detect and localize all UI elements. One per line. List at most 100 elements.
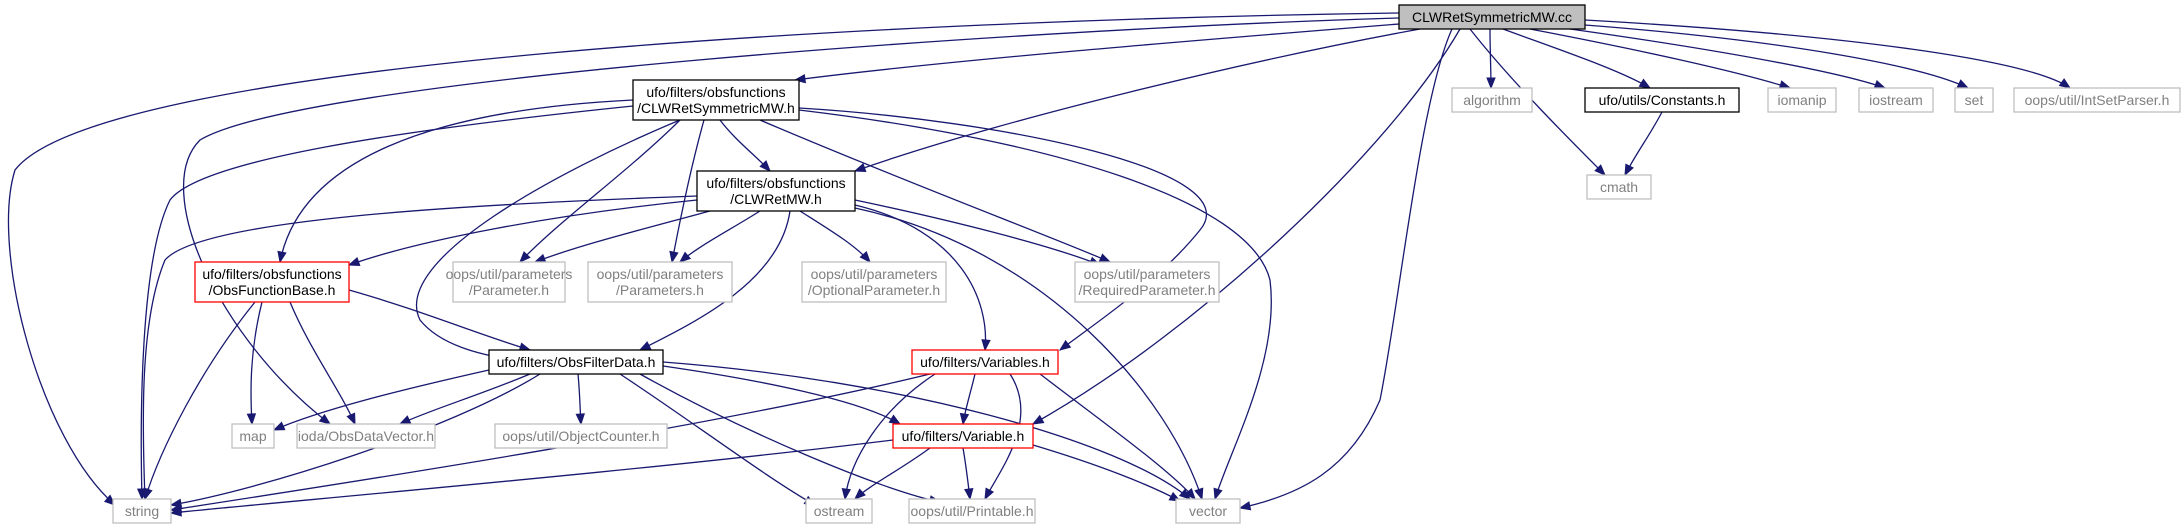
edge-line [662,361,1191,500]
node-box [911,349,1059,375]
node-label: ufo/filters/ObsFilterData.h [497,354,656,370]
node-label: oops/util/IntSetParser.h [2025,92,2170,108]
edge-line [619,373,816,506]
node-box [1954,87,1994,113]
node-label: ufo/filters/Variable.h [902,428,1025,444]
edge-obsfunctionbase-to-string [143,301,256,501]
node-variables[interactable]: ufo/filters/Variables.h [911,349,1059,375]
node-iomanip: iomanip [1767,87,1837,113]
edge-clwretmw-to-obsfunctionbase [347,199,698,266]
node-label: ufo/utils/Constants.h [1599,92,1726,108]
arrowhead [533,253,547,263]
node-label: /ObsFunctionBase.h [209,282,336,298]
edge-variable-to-string [169,439,894,517]
node-clwretmw[interactable]: ufo/filters/obsfunctions/CLWRetMW.h [696,170,856,212]
arrowhead [346,412,356,426]
node-iostream: iostream [1858,87,1934,113]
edge-line [1469,28,1606,176]
edge-line [183,17,1400,425]
edge-line [1624,111,1663,176]
node-label: /OptionalParameter.h [808,282,940,298]
node-box [1074,261,1220,303]
node-box [488,349,664,375]
arrowhead [1213,487,1223,501]
arrowhead [143,487,153,501]
edge-line [854,204,987,351]
node-label: oops/util/ObjectCounter.h [502,428,659,444]
node-box [587,261,733,303]
node-h_sym[interactable]: ufo/filters/obsfunctions/CLWRetSymmetric… [632,79,800,121]
node-box [908,498,1036,524]
edge-clwretmw-to-parameters [678,210,761,263]
edge-root-to-h_sym [793,23,1400,84]
node-constants[interactable]: ufo/utils/Constants.h [1584,87,1740,113]
arrowhead [347,257,361,266]
edge-h_sym-to-vector [798,109,1272,501]
node-label: string [125,503,159,519]
arrowhead [1594,164,1606,176]
edge-line [854,447,931,500]
edge-root-to-iostream [1569,28,1887,89]
node-variable[interactable]: ufo/filters/Variable.h [892,423,1034,449]
arrowhead [678,251,692,263]
edge-variables-to-variable [959,373,976,426]
arrowhead [853,163,867,172]
node-label: map [239,428,266,444]
node-box [1586,174,1652,200]
node-cmath: cmath [1586,174,1652,200]
edge-line [519,119,681,263]
edge-line [639,373,941,503]
edge-constants-to-cmath [1624,111,1663,177]
arrowhead [318,413,332,425]
node-obsfunctionbase[interactable]: ufo/filters/obsfunctions/ObsFunctionBase… [194,261,350,303]
edge-line [348,289,531,351]
edge-h_sym-to-obsfunctionbase [277,99,634,264]
edge-clwretmw-to-optionalparameter [799,210,871,264]
node-box [1584,87,1740,113]
edge-line [854,28,1421,172]
node-root[interactable]: CLWRetSymmetricMW.cc [1398,4,1586,30]
node-label: iomanip [1777,92,1826,108]
edge-line [662,365,901,425]
edge-line [1032,444,1181,502]
edge-variables-to-ostream [841,373,936,501]
node-label: set [1965,92,1984,108]
node-box [2013,87,2181,113]
edge-line [794,23,1400,81]
node-parameters: oops/util/parameters/Parameters.h [587,261,733,303]
edge-line [250,301,263,425]
edge-h_sym-to-clwretmw [719,119,771,172]
arrowhead [841,487,852,501]
node-box [452,261,566,303]
node-label: ufo/filters/obsfunctions [202,266,341,282]
edge-line [279,99,634,263]
arrowhead [854,488,866,500]
node-printable: oops/util/Printable.h [908,498,1036,524]
node-box [892,423,1034,449]
arrowhead [398,415,412,425]
node-label: /Parameter.h [469,282,549,298]
edge-line [719,119,771,172]
edge-root-to-clwretmw [853,28,1421,172]
arrowhead [888,414,902,425]
node-set: set [1954,87,1994,113]
node-label: /CLWRetSymmetricMW.h [637,100,795,116]
arrowhead [669,250,679,264]
node-label: algorithm [1463,92,1521,108]
node-obsfilterdata[interactable]: ufo/filters/ObsFilterData.h [488,349,664,375]
node-label: ioda/ObsDataVector.h [298,428,434,444]
node-ostream: ostream [805,498,873,524]
arrowhead [1184,487,1196,501]
edge-line [348,199,698,266]
node-map: map [231,423,275,449]
node-optionalparameter: oops/util/parameters/OptionalParameter.h [801,261,947,303]
edge-line [170,439,894,514]
edge-line [289,301,356,425]
node-label: /CLWRetMW.h [730,191,822,207]
edge-variables-to-vector [1039,373,1196,501]
edge-line [798,107,1208,351]
arrowhead [859,250,871,264]
arrowhead [1638,78,1652,89]
node-label: cmath [1600,179,1638,195]
arrowhead [959,412,970,426]
